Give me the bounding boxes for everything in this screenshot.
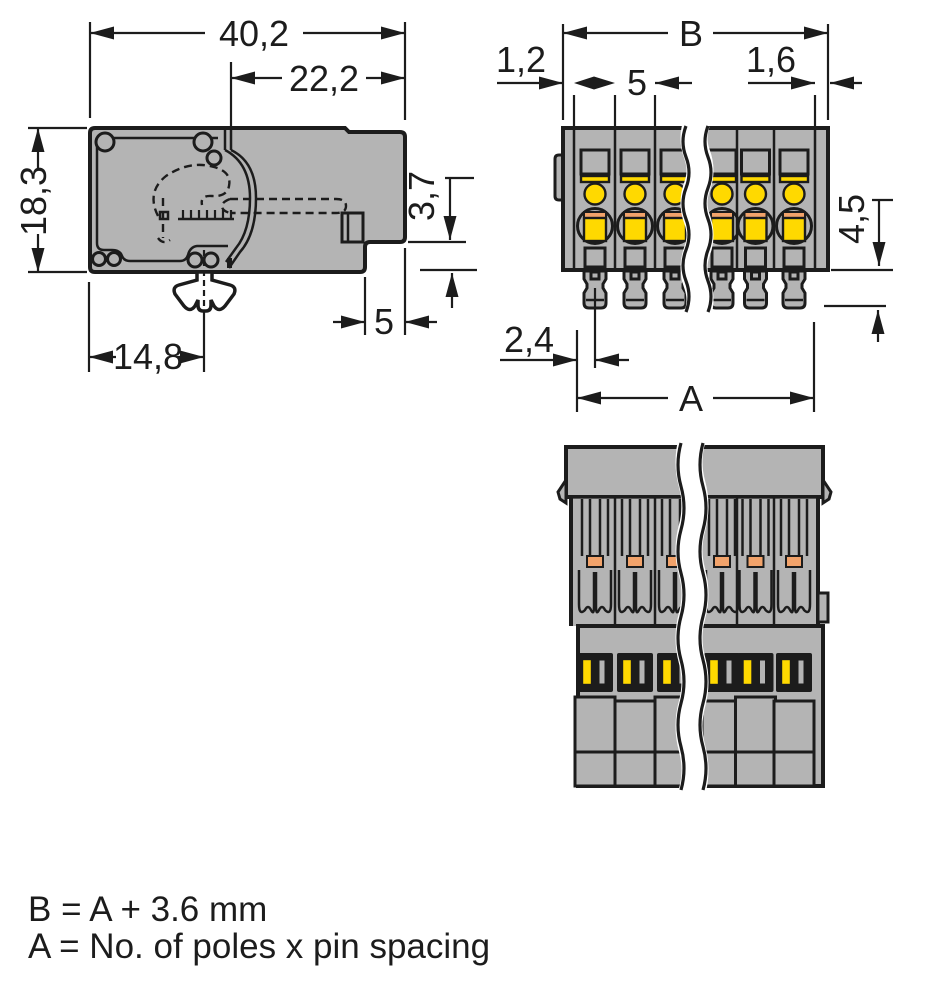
spring-contact-hidden xyxy=(152,163,231,217)
break-gap xyxy=(675,436,709,796)
comb-teeth xyxy=(181,210,233,219)
dim-height: 18,3 xyxy=(13,126,87,274)
break-gap xyxy=(680,117,714,321)
side-latch xyxy=(816,591,830,624)
dim-plug-width-label: 22,2 xyxy=(289,58,359,99)
note-line-2: A = No. of poles x pin spacing xyxy=(28,927,490,966)
dim-span-A-label: A xyxy=(679,378,703,419)
bulge-foot-tick xyxy=(227,258,232,268)
side-view: 40,2 22,2 18,3 3,7 xyxy=(13,13,477,377)
dim-notch-width-label: 5 xyxy=(374,301,394,342)
dim-overall-width: 40,2 xyxy=(88,13,407,120)
dim-pin-offset-label: 2,4 xyxy=(504,319,554,360)
pole xyxy=(613,499,657,788)
dim-width-B-label: B xyxy=(679,13,703,54)
pole xyxy=(573,499,617,788)
hole xyxy=(205,149,223,167)
dim-width-B: B xyxy=(561,13,830,120)
hole xyxy=(106,251,122,267)
hole xyxy=(202,251,220,269)
break-line-left xyxy=(681,125,691,313)
pole xyxy=(775,148,813,310)
break-line-right xyxy=(698,442,708,791)
dim-foot-offset: 14,8 xyxy=(87,282,204,377)
hole xyxy=(186,251,204,269)
divider-lines xyxy=(223,128,233,150)
bottom-view xyxy=(556,436,833,796)
dim-overall-width-label: 40,2 xyxy=(219,13,289,54)
dim-right-wall-label: 1,6 xyxy=(746,39,796,80)
latch-box xyxy=(340,211,365,244)
front-view: B 1,2 5 1,6 4,5 xyxy=(496,13,893,419)
dim-notch-height: 3,7 xyxy=(401,171,477,308)
pole xyxy=(700,499,744,788)
pole xyxy=(656,148,694,310)
dim-notch-height-label: 3,7 xyxy=(401,171,442,221)
dim-pin-offset: 2,4 xyxy=(500,288,629,368)
dim-left-wall: 1,2 xyxy=(496,39,563,90)
dim-pin-spacing-label: 5 xyxy=(627,62,647,103)
pole xyxy=(576,148,614,310)
dim-span-A: A xyxy=(575,322,816,419)
dim-pin-spacing: 5 xyxy=(572,62,692,126)
break-line-right xyxy=(703,125,713,313)
dim-height-label: 18,3 xyxy=(13,166,54,236)
note-line-1: B = A + 3.6 mm xyxy=(28,890,267,929)
dim-plug-width: 22,2 xyxy=(229,58,405,127)
bulge-outer xyxy=(227,148,258,269)
comb-block xyxy=(158,210,170,221)
pole xyxy=(736,148,775,310)
hole xyxy=(91,251,107,267)
pin-contact-hidden xyxy=(220,197,348,215)
break-line-left xyxy=(676,442,686,791)
hole xyxy=(94,131,116,153)
dim-foot-offset-label: 14,8 xyxy=(113,336,183,377)
dim-left-wall-label: 1,2 xyxy=(496,39,546,80)
dim-pin-length: 4,5 xyxy=(824,194,893,342)
dim-notch-width: 5 xyxy=(333,248,437,342)
dim-pin-length-label: 4,5 xyxy=(831,194,872,244)
pole xyxy=(772,499,816,788)
pole xyxy=(616,148,654,310)
cap-ear-left xyxy=(556,475,568,506)
notes: B = A + 3.6 mm A = No. of poles x pin sp… xyxy=(28,890,490,966)
cap-ear-right xyxy=(821,475,833,506)
dim-right-wall: 1,6 xyxy=(746,39,862,126)
hole xyxy=(192,131,214,153)
pitch-diamond xyxy=(574,76,615,90)
